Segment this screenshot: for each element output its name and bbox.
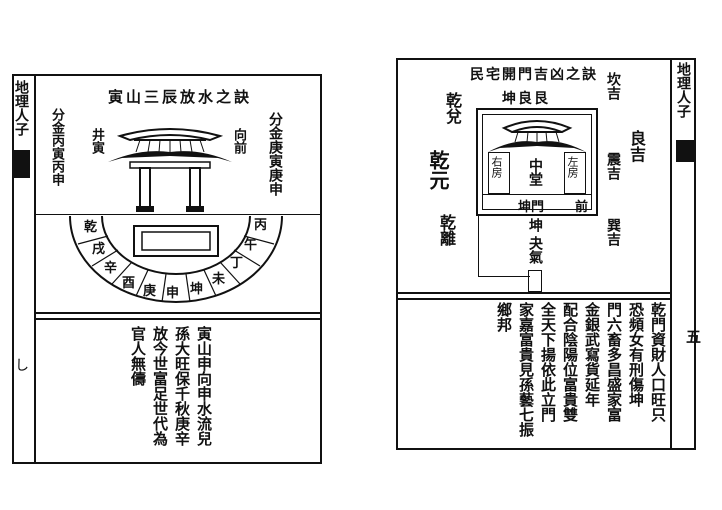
arc-cell-8: 丁	[230, 256, 244, 271]
left-side-left: 分金丙寅丙申	[49, 108, 64, 186]
left-page-mark: し	[15, 358, 29, 374]
arc-cell-3: 酉	[122, 276, 136, 291]
right-inner-frame	[396, 58, 672, 450]
house-roof-illustration	[488, 120, 586, 152]
arc-cell-0: 乾	[84, 220, 98, 235]
hall-floor-line	[482, 194, 592, 195]
arc-cell-6: 坤	[190, 282, 204, 297]
hall-right-room	[564, 152, 586, 194]
left-side-right: 分金庚寅庚申	[267, 112, 283, 196]
path-left-line	[478, 216, 479, 276]
right-label-right-0: 坎吉	[605, 72, 621, 100]
arc-cell-1: 戌	[92, 242, 106, 257]
left-text-col-3: 官人無儔	[129, 326, 147, 386]
right-label-right-2: 震吉	[605, 152, 621, 180]
right-text-col-4: 配合陰陽位富貴雙	[561, 302, 579, 422]
right-text-col-6: 家嘉富貴見孫藝七振	[517, 302, 535, 437]
house-outer-frame	[476, 108, 598, 216]
right-text-col-1: 恐頻女有刑傷坤	[627, 302, 645, 407]
left-inner-frame	[34, 74, 322, 464]
right-label-left-1: 乾元	[426, 150, 450, 190]
hall-front-label: 前	[575, 200, 589, 215]
hall-door-label: 坤門	[518, 200, 545, 215]
arc-cell-9: 午	[244, 238, 258, 253]
left-margin-block	[12, 150, 30, 178]
left-water-dial	[69, 215, 283, 303]
right-label-right-3: 巽吉	[605, 218, 621, 246]
house-inner-frame	[482, 114, 592, 210]
right-text-col-2: 門六畜多昌盛家富	[605, 302, 623, 422]
right-text-col-7: 鄉邦	[495, 302, 513, 332]
right-text-col-0: 乾門資財人口旺只	[649, 302, 667, 422]
hall-right-label: 左房	[566, 156, 579, 178]
kun-sub-label: 夬氣	[527, 236, 543, 264]
right-divider-2	[396, 298, 672, 300]
hall-main-label: 中堂	[527, 158, 543, 186]
left-label-kou: 井寅	[89, 128, 104, 154]
left-label-qian: 向前	[231, 128, 246, 154]
left-diagram-title: 寅山三辰放水之訣	[108, 88, 253, 106]
arc-cell-2: 辛	[104, 261, 118, 276]
right-text-col-3: 金銀武寫貨延年	[583, 302, 601, 407]
arc-cell-5: 申	[166, 286, 180, 301]
right-label-right-1: 良吉	[627, 130, 646, 162]
left-text-col-1: 孫大旺保千秋庚辛	[173, 326, 191, 446]
hall-left-room	[488, 152, 510, 194]
right-divider	[396, 292, 672, 294]
right-margin-block	[676, 140, 694, 162]
right-margin-label: 地理人子	[675, 62, 691, 118]
kun-label: 坤	[527, 218, 543, 232]
arc-cell-10: 丙	[254, 218, 268, 233]
right-label-left-2: 乾離	[437, 214, 456, 246]
right-page-mark: 五	[686, 328, 702, 346]
path-gate-box	[528, 270, 542, 292]
right-arc-top-label: 坤良艮	[502, 91, 550, 107]
hall-left-label: 右房	[490, 156, 503, 178]
left-text-col-2: 放今世富足世代為	[151, 326, 169, 446]
left-pavilion-illustration	[108, 128, 232, 212]
right-diagram-title: 民宅開門吉凶之訣	[470, 67, 598, 83]
right-label-left-0: 乾兌	[443, 92, 462, 124]
left-divider-2	[34, 318, 322, 320]
right-text-col-5: 全天下揚依此立門	[539, 302, 557, 422]
left-divider	[34, 312, 322, 314]
left-margin-label: 地理人子	[13, 80, 29, 136]
arc-cell-4: 庚	[143, 284, 157, 299]
left-ground-line	[34, 214, 322, 215]
path-bottom-line	[478, 276, 530, 277]
left-text-col-0: 寅山申向申水流兒	[195, 326, 213, 446]
arc-cell-7: 未	[212, 272, 226, 287]
